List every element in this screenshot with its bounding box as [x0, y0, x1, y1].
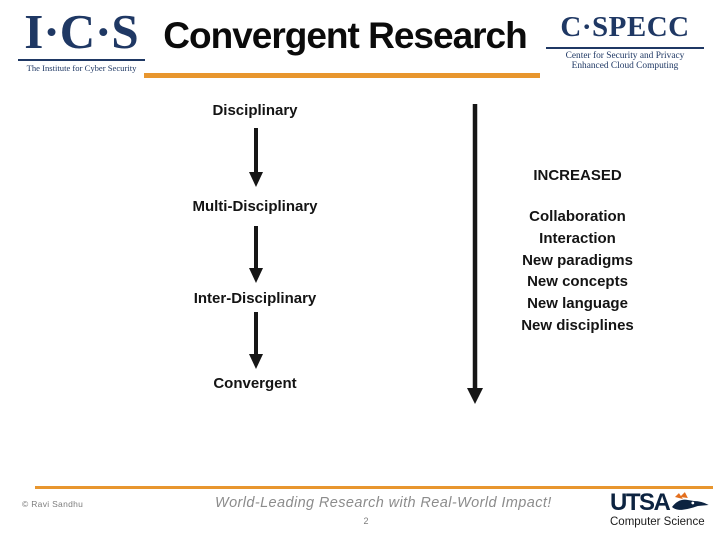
long-arrow-down-icon — [467, 104, 483, 404]
title-underline-rule — [144, 73, 540, 78]
arrow-down-icon — [249, 128, 263, 187]
stage-label-disciplinary: Disciplinary — [212, 102, 298, 119]
stage-label-multi-disciplinary: Multi-Disciplinary — [192, 198, 318, 215]
cspecc-subtitle-line1: Center for Security and Privacy — [565, 50, 685, 61]
utsa-department-label: Computer Science — [610, 516, 705, 528]
stage-label-inter-disciplinary: Inter-Disciplinary — [193, 290, 317, 307]
stage-label-convergent: Convergent — [213, 375, 297, 392]
ics-logo-subtitle: The Institute for Cyber Security — [26, 63, 137, 74]
cspecc-logo: C·SPECC Center for Security and Privacy … — [546, 11, 704, 72]
ics-logo: I·C·S The Institute for Cyber Security — [18, 6, 145, 73]
page-number: 2 — [363, 516, 369, 526]
cspecc-logo-subtitle: Center for Security and Privacy Enhanced… — [546, 51, 704, 72]
slide-title: Convergent Research — [163, 15, 527, 56]
effect-item: Collaboration — [529, 208, 626, 225]
effect-item: New disciplines — [521, 316, 634, 334]
ics-logo-acronym: I·C·S — [18, 6, 145, 62]
effects-list: Collaboration Interaction New paradigms … — [490, 206, 665, 337]
utsa-logo-acronym: UTSA — [610, 489, 671, 516]
utsa-roadrunner-icon — [672, 492, 710, 510]
arrow-down-icon — [249, 226, 263, 283]
effect-item: New concepts — [527, 273, 628, 291]
effect-item: New paradigms — [522, 251, 633, 269]
cspecc-logo-acronym: C·SPECC — [546, 11, 704, 49]
copyright-text: © Ravi Sandhu — [22, 499, 84, 509]
effect-item: Interaction — [539, 229, 616, 247]
effect-item: New language — [527, 295, 628, 313]
increased-heading: INCREASED — [533, 167, 622, 184]
utsa-logo: UTSA Computer Science — [610, 491, 710, 528]
footer-divider-rule — [35, 486, 713, 489]
footer-tagline: World-Leading Research with Real-World I… — [215, 495, 552, 511]
cspecc-subtitle-line2: Enhanced Cloud Computing — [571, 61, 679, 72]
arrow-down-icon — [249, 312, 263, 369]
